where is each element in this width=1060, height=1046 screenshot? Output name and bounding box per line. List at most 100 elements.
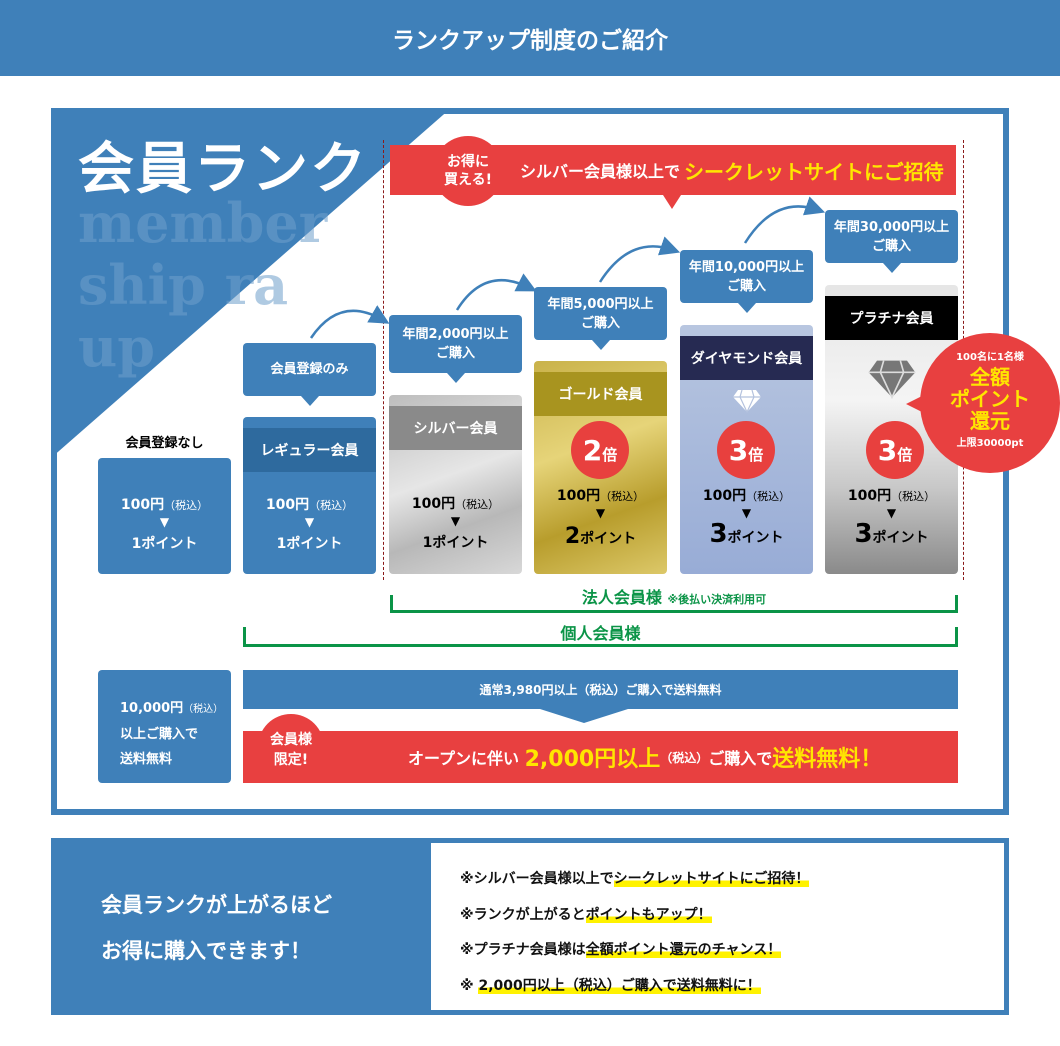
down-arrow-icon: ▼ <box>159 515 170 529</box>
headline-line: お得に購入できます！ <box>101 939 311 963</box>
bubble-pointer <box>301 396 319 406</box>
ship-line: 送料無料 <box>120 752 173 767</box>
watermark-line: ship ra <box>78 253 289 317</box>
ship-tax: （税込） <box>183 704 224 715</box>
rank-card-regular: レギュラー会員 100円（税込） ▼ 1ポイント <box>243 417 376 574</box>
note-text: ※ランクが上がると <box>460 906 586 923</box>
condition-bubble: 年間2,000円以上ご購入 <box>389 315 522 373</box>
ship-line: 以上ご購入で <box>120 727 199 742</box>
banner-pointer <box>663 195 681 209</box>
arrow-icon <box>598 236 681 283</box>
rank-name: レギュラー会員 <box>243 428 376 472</box>
badge-main: 全額 <box>970 365 1010 389</box>
bubble-pointer <box>883 263 901 273</box>
bubble-pointer <box>738 303 756 313</box>
rank-name: プラチナ会員 <box>825 296 958 340</box>
watermark-line: member <box>78 191 328 255</box>
summary-notes: ※シルバー会員様以上でシークレットサイトにご招待！ ※ランクが上がるとポイントも… <box>460 862 810 1004</box>
price: 100円 <box>702 488 747 504</box>
condition-line: ご購入 <box>435 346 475 361</box>
members-only-badge: 会員様 限定! <box>258 730 324 770</box>
badge-line: 限定! <box>273 752 309 768</box>
page-title: ランクアップ制度のご紹介 <box>392 28 668 54</box>
badge-line: お得に <box>447 154 489 170</box>
multiplier-unit: 倍 <box>748 445 764 464</box>
tax: （税込） <box>746 490 791 503</box>
promo-text: オープンに伴い <box>408 749 520 768</box>
note-item: ※プラチナ会員様は全額ポイント還元のチャンス！ <box>460 933 809 969</box>
points: 3 <box>854 519 873 549</box>
badge-line: 会員様 <box>270 732 312 748</box>
points: 1 <box>422 535 433 551</box>
shipping-nonmember: 10,000円（税込） 以上ご購入で 送料無料 <box>98 670 231 783</box>
condition-line: 年間2,000円以上 <box>402 327 509 342</box>
headline-line: 会員ランクが上がるほど <box>101 893 332 917</box>
banner-text: シルバー会員様以上で <box>520 162 681 181</box>
rank-card-silver: シルバー会員 100円（税込） ▼ 1ポイント <box>389 395 522 574</box>
banner-highlight: シークレットサイトにご招待 <box>684 159 944 184</box>
price: 100円 <box>847 488 892 504</box>
panel-title: 会員ランク <box>78 137 368 202</box>
member-shipping-bar: オープンに伴い 2,000円以上（税込）ご購入で送料無料！ <box>243 731 958 783</box>
promo-amount: 2,000円以上 <box>524 747 661 772</box>
bubble-pointer <box>592 340 610 350</box>
points-unit: ポイント <box>580 531 637 547</box>
deal-badge: お得に買える! <box>433 136 503 206</box>
price: 100円 <box>265 497 310 513</box>
full-points-badge: 100名に1名様 全額 ポイント 還元 上限30000pt <box>920 333 1060 473</box>
multiplier-unit: 倍 <box>602 445 618 464</box>
promo-tax: （税込） <box>660 750 709 765</box>
price: 100円 <box>411 496 456 512</box>
down-arrow-icon: ▼ <box>886 506 897 520</box>
condition-line: 年間30,000円以上 <box>833 219 950 235</box>
note-highlight: ポイントもアップ！ <box>585 906 712 923</box>
points-unit: ポイント <box>727 530 784 546</box>
multiplier: 3 <box>877 433 898 467</box>
ship-amount: 10,000円 <box>120 701 184 716</box>
points: 1 <box>131 536 142 552</box>
points: 1 <box>276 536 287 552</box>
points-unit: ポイント <box>286 536 343 552</box>
condition-bubble: 年間10,000円以上ご購入 <box>680 250 813 303</box>
watermark-line: up <box>78 315 156 379</box>
tax: （税込） <box>455 498 500 511</box>
note-text: ※プラチナ会員様は <box>460 942 586 958</box>
points-unit: ポイント <box>141 536 198 552</box>
badge-pointer <box>906 395 924 413</box>
down-arrow-icon: ▼ <box>595 506 606 520</box>
watermark: member ship ra up <box>78 192 438 378</box>
page-header: ランクアップ制度のご紹介 <box>0 0 1060 76</box>
corporate-bracket <box>390 595 958 613</box>
bubble-pointer <box>447 373 465 383</box>
arrow-icon <box>455 273 537 311</box>
rank-name: ダイヤモンド会員 <box>680 336 813 380</box>
note-text: ※ <box>460 977 479 994</box>
condition-bubble: 年間30,000円以上ご購入 <box>825 210 958 263</box>
condition-bubble: 年間5,000円以上ご購入 <box>534 287 667 340</box>
points-unit: ポイント <box>432 535 489 551</box>
diamond-icon <box>733 389 761 413</box>
note-highlight: 2,000円以上（税込）ご購入で送料無料に！ <box>478 977 761 994</box>
rank-name: ゴールド会員 <box>534 372 667 416</box>
tax: （税込） <box>309 499 354 512</box>
tax: （税込） <box>164 499 209 512</box>
down-arrow-icon: ▼ <box>304 515 315 529</box>
price: 100円 <box>120 497 165 513</box>
corporate-note: ※後払い決済利用可 <box>667 593 767 606</box>
condition-line: ご購入 <box>726 278 766 294</box>
promo-text: ご購入で <box>708 749 773 768</box>
badge-limit: 上限30000pt <box>956 438 1024 449</box>
condition-line: ご購入 <box>580 315 620 331</box>
shipping-pointer <box>540 709 628 723</box>
badge-main: ポイント <box>950 387 1030 411</box>
note-item: ※シルバー会員様以上でシークレットサイトにご招待！ <box>460 862 810 898</box>
promo-free: 送料無料！ <box>772 747 883 772</box>
condition-line: ご購入 <box>871 238 911 254</box>
multiplier: 2 <box>582 433 603 467</box>
badge-main: 還元 <box>970 409 1010 433</box>
rank-card-none: 100円（税込） ▼ 1ポイント <box>98 458 231 574</box>
